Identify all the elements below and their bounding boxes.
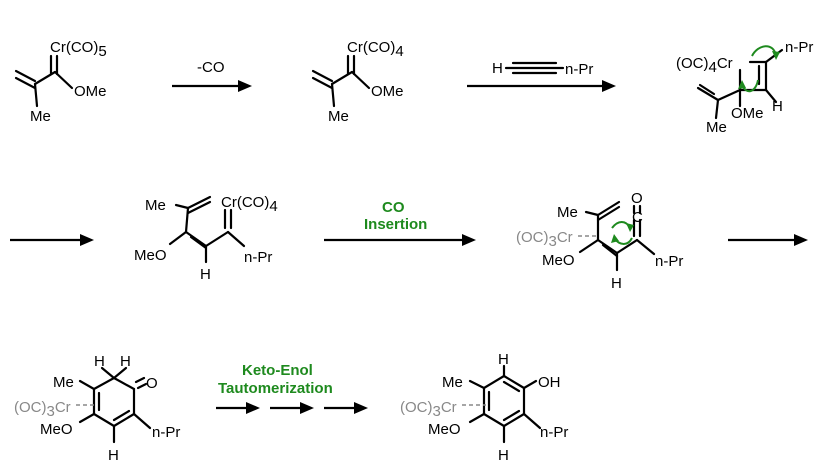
c1-metal-label: Cr(CO)5 xyxy=(50,39,107,60)
c6-h1-label: H xyxy=(94,353,105,370)
c7-h-top-label: H xyxy=(498,351,509,368)
c5-me-label: Me xyxy=(557,204,578,221)
compound-6-cyclohexadienone: H H O Me (OC)3Cr MeO n-Pr H xyxy=(14,353,180,464)
c6-oc-label: (OC)3Cr xyxy=(14,399,71,420)
step-2-h-label: H xyxy=(492,60,503,77)
step-4-label-line-1: Keto-Enol xyxy=(242,362,313,379)
c5-npr-label: n-Pr xyxy=(655,253,683,270)
c4-meo-label: MeO xyxy=(134,247,167,264)
c3-npr-label: n-Pr xyxy=(785,39,813,56)
c7-meo-label: MeO xyxy=(428,421,461,438)
c5-o-label: O xyxy=(631,190,643,207)
step-2-arrow: H n-Pr xyxy=(467,60,616,92)
step-3-label-line-1: CO xyxy=(382,199,405,216)
c3-me-label: Me xyxy=(706,119,727,136)
c5-meo-label: MeO xyxy=(542,252,575,269)
c7-me-label: Me xyxy=(442,374,463,391)
compound-4-diene-carbene: Me Cr(CO)4 MeO n-Pr H xyxy=(134,194,278,283)
compound-2-carbene: Cr(CO)4 OMe Me xyxy=(311,39,404,125)
row-2-entry-arrow xyxy=(10,234,94,246)
step-1-label: -CO xyxy=(197,59,225,76)
c5-c-label: C xyxy=(632,209,643,226)
step-4-arrows: Keto-Enol Tautomerization xyxy=(216,362,368,414)
compound-1-carbene: Cr(CO)5 OMe Me xyxy=(14,39,107,125)
step-3-label-line-2: Insertion xyxy=(364,216,427,233)
compound-3-metallacycle: (OC)4Cr n-Pr OMe Me H xyxy=(676,39,813,136)
c1-ome-label: OMe xyxy=(74,83,107,100)
step-1-arrow: -CO xyxy=(172,59,252,92)
c6-h2-label: H xyxy=(120,353,131,370)
c4-h-label: H xyxy=(200,266,211,283)
row-2-exit-arrow xyxy=(728,234,808,246)
c4-npr-label: n-Pr xyxy=(244,249,272,266)
c4-me-label: Me xyxy=(145,197,166,214)
step-4-label-line-2: Tautomerization xyxy=(218,380,333,397)
c7-npr-label: n-Pr xyxy=(540,424,568,441)
step-2-npr-label: n-Pr xyxy=(565,61,593,78)
c6-npr-label: n-Pr xyxy=(152,424,180,441)
c6-o-label: O xyxy=(146,375,158,392)
c6-h-label: H xyxy=(108,447,119,464)
step-3-arrow: CO Insertion xyxy=(324,199,476,246)
c1-me-label: Me xyxy=(30,108,51,125)
c3-oc-label: (OC)4Cr xyxy=(676,55,733,76)
c7-oh-label: OH xyxy=(538,374,561,391)
c7-oc-label: (OC)3Cr xyxy=(400,399,457,420)
c6-me-label: Me xyxy=(53,374,74,391)
c2-me-label: Me xyxy=(328,108,349,125)
c2-ome-label: OMe xyxy=(371,83,404,100)
c2-metal-label: Cr(CO)4 xyxy=(347,39,404,60)
c4-metal-label: Cr(CO)4 xyxy=(221,194,278,215)
c3-ome-label: OMe xyxy=(731,105,764,122)
c5-h-label: H xyxy=(611,275,622,292)
c3-h-label: H xyxy=(772,98,783,115)
compound-7-phenol-complex: H OH Me (OC)3Cr MeO n-Pr H xyxy=(400,351,568,464)
compound-5-vinylketene: Me O C (OC)3Cr MeO n-Pr H xyxy=(516,190,683,292)
c6-meo-label: MeO xyxy=(40,421,73,438)
c5-oc-label: (OC)3Cr xyxy=(516,229,573,250)
c7-h-label: H xyxy=(498,447,509,464)
